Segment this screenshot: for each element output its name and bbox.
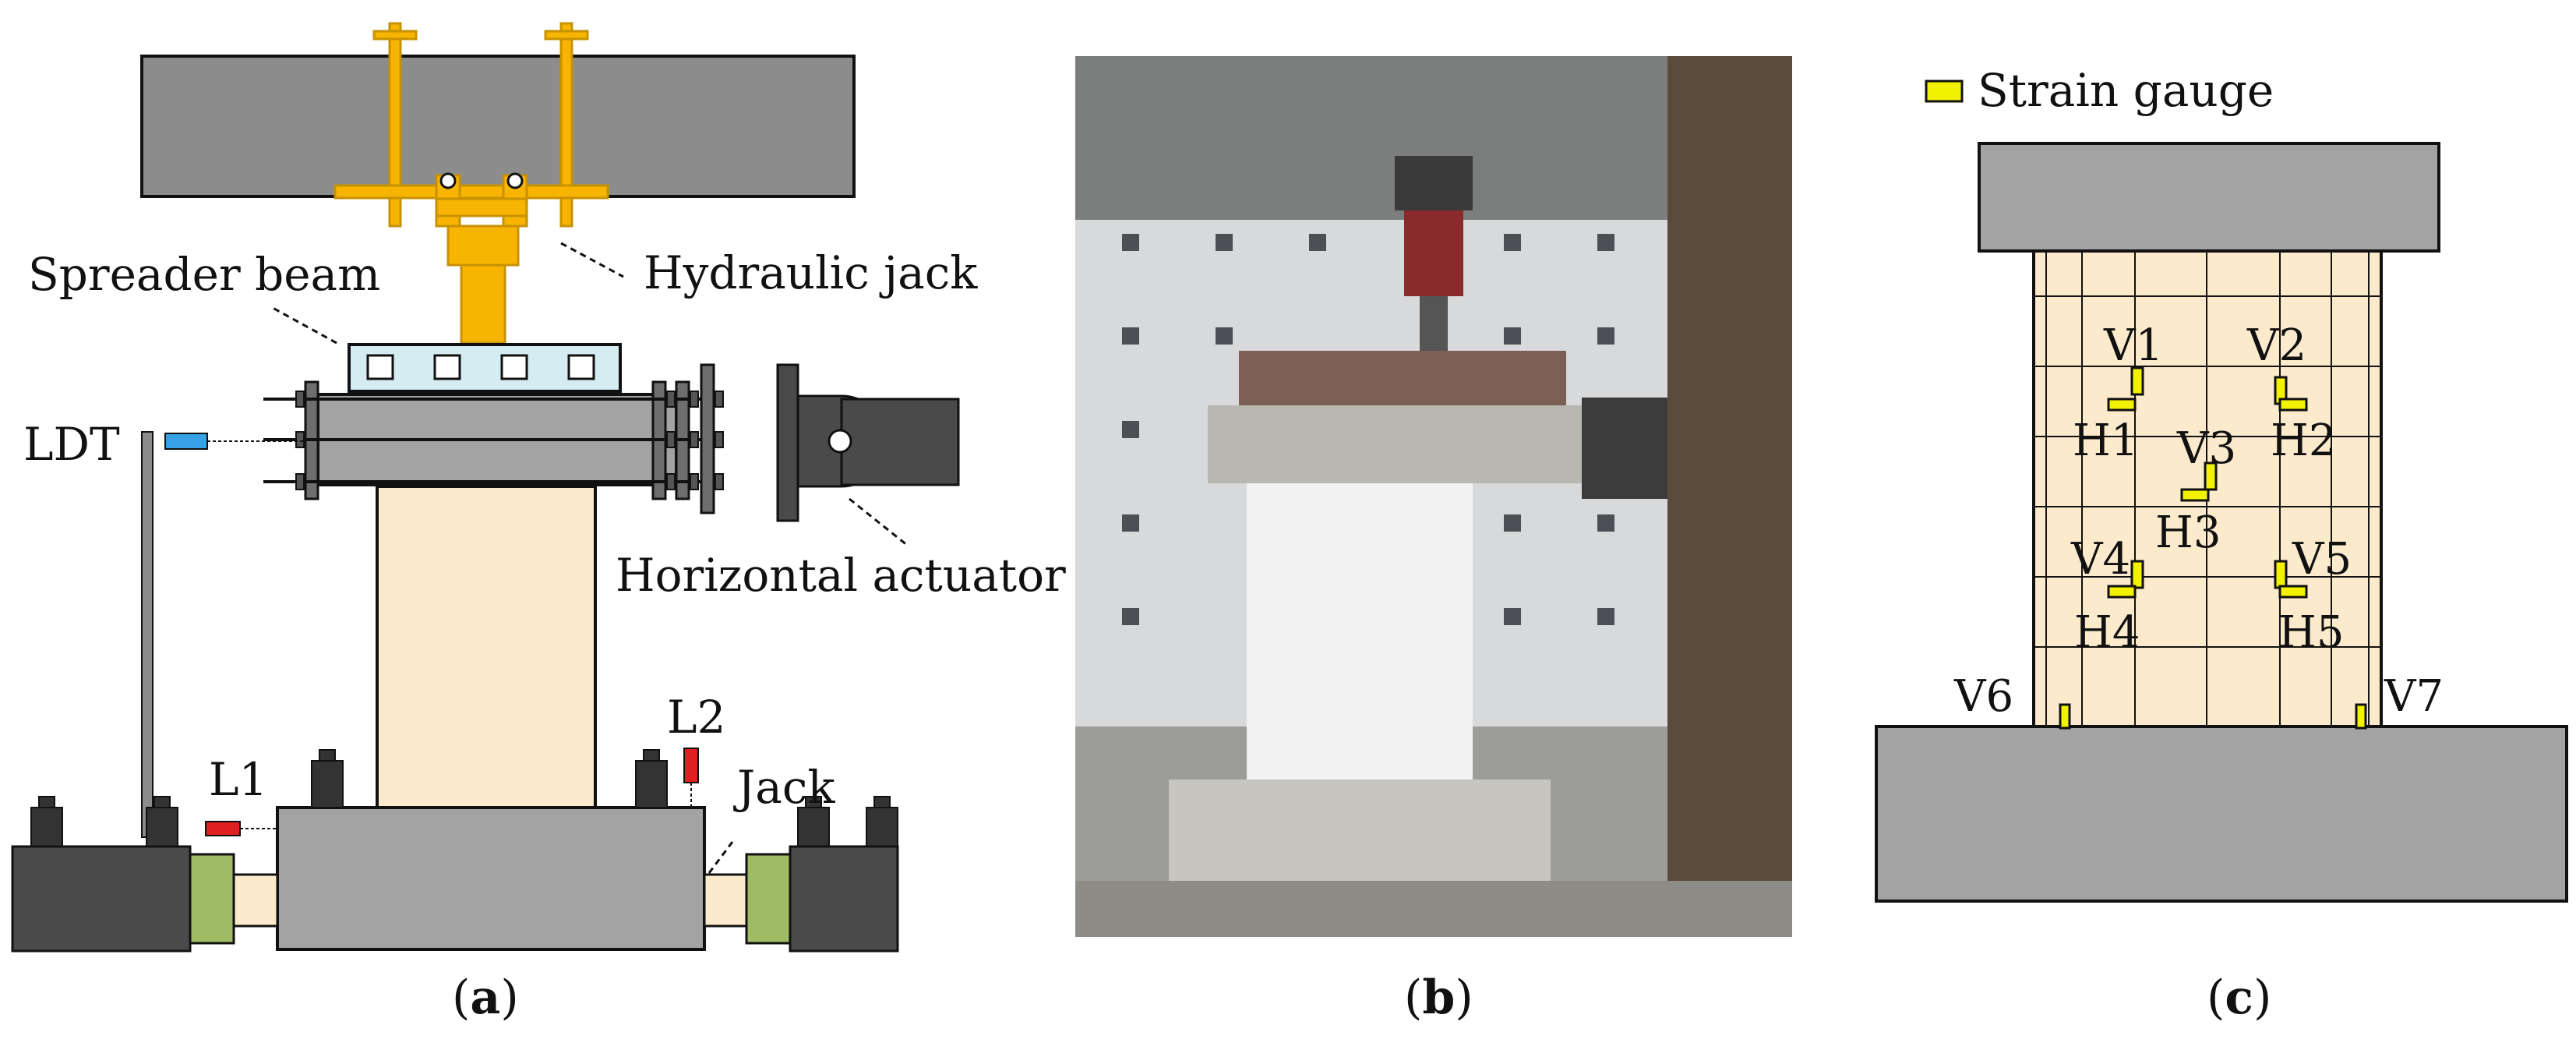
jack-leader	[708, 841, 734, 874]
legend-label: Strain gauge	[1978, 64, 2274, 117]
caption-a: (a)	[452, 970, 519, 1025]
right-lateral-jack	[703, 845, 899, 953]
horizontal-actuator-label: Horizontal actuator	[616, 549, 1066, 602]
caption-b: (b)	[1404, 970, 1473, 1025]
label-h5: H5	[2278, 607, 2344, 658]
label-v6: V6	[1953, 671, 2013, 722]
gauge-v1	[2130, 366, 2144, 396]
gauge-v6	[2059, 703, 2071, 730]
label-h2: H2	[2271, 415, 2336, 466]
l2-sensor	[683, 748, 699, 783]
gauge-v4	[2130, 560, 2144, 589]
spreader-beam-label: Spreader beam	[28, 248, 380, 301]
gauge-h2	[2278, 398, 2308, 412]
gauge-v5	[2274, 560, 2288, 589]
panel-c-strain-gauge-layout: Strain gauge V1 H1 V2 H2 V3 H3 V4	[1870, 0, 2576, 1060]
photo-steel-column	[1667, 56, 1792, 937]
wall-grid	[2034, 251, 2381, 726]
label-h4: H4	[2074, 607, 2140, 658]
label-h3: H3	[2155, 507, 2221, 558]
hydraulic-jack-leader	[560, 242, 624, 278]
gauge-h3	[2180, 488, 2210, 502]
photo-actuator	[1582, 398, 1667, 499]
label-v7: V7	[2384, 671, 2444, 722]
horizontal-actuator	[776, 363, 960, 522]
photo-specimen	[1247, 483, 1473, 811]
jack-label: Jack	[733, 761, 835, 814]
gauge-v7	[2355, 703, 2367, 730]
photo-loading-beam	[1208, 405, 1590, 483]
top-beam	[1978, 142, 2440, 253]
tie-rod-nuts	[295, 391, 724, 490]
strain-gauges	[2059, 366, 2367, 730]
label-v5: V5	[2292, 534, 2352, 585]
hanging-rods	[333, 22, 609, 228]
horizontal-actuator-leader	[849, 497, 909, 547]
photo-foundation	[1169, 779, 1551, 881]
l1-sensor	[205, 821, 241, 836]
setup-schematic-drawing: Hydraulic jack Spreader beam Horizontal …	[11, 22, 1066, 953]
reaction-beam	[140, 55, 856, 198]
label-v1: V1	[2103, 320, 2163, 371]
gauge-h1	[2107, 398, 2137, 412]
jack-clevis	[435, 172, 528, 228]
label-v2: V2	[2246, 320, 2306, 371]
gauge-h5	[2278, 585, 2308, 599]
ldt-stand	[141, 431, 154, 838]
gauge-v3	[2204, 461, 2218, 491]
photo-jack-base	[1395, 156, 1473, 210]
photo-wall-anchor-holes	[1122, 234, 1614, 625]
legend-swatch	[1925, 80, 1964, 103]
l2-label: L2	[667, 691, 725, 744]
tie-rods	[263, 398, 701, 483]
photo-spreader-beam	[1239, 351, 1566, 405]
hydraulic-jack	[446, 224, 520, 345]
foundation-beam	[276, 806, 706, 951]
spreader-beam-leader	[272, 306, 337, 345]
label-h1: H1	[2073, 415, 2138, 466]
strain-gauge-drawing: Strain gauge V1 H1 V2 H2 V3 H3 V4	[1875, 64, 2568, 903]
caption-c: (c)	[2207, 970, 2272, 1025]
photo-load-cell	[1420, 296, 1448, 351]
label-v3: V3	[2176, 423, 2236, 474]
foundation	[1875, 725, 2568, 903]
ldt-sensor	[164, 433, 208, 450]
photo-hydraulic-jack	[1404, 210, 1463, 296]
spreader-beam-openings	[366, 354, 595, 380]
specimen-wall	[376, 485, 597, 809]
left-lateral-jack	[11, 845, 279, 953]
gauge-h4	[2107, 585, 2137, 599]
photo-floor	[1075, 881, 1792, 937]
label-v4: V4	[2070, 534, 2130, 585]
hydraulic-jack-label: Hydraulic jack	[644, 246, 978, 299]
l1-label: L1	[209, 753, 267, 806]
panel-a-test-setup-schematic: Hydraulic jack Spreader beam Horizontal …	[0, 0, 1091, 1060]
panel-b-test-photo: (b)	[1067, 0, 1800, 1060]
ldt-label: LDT	[23, 418, 120, 471]
test-setup-photo	[1075, 56, 1792, 937]
